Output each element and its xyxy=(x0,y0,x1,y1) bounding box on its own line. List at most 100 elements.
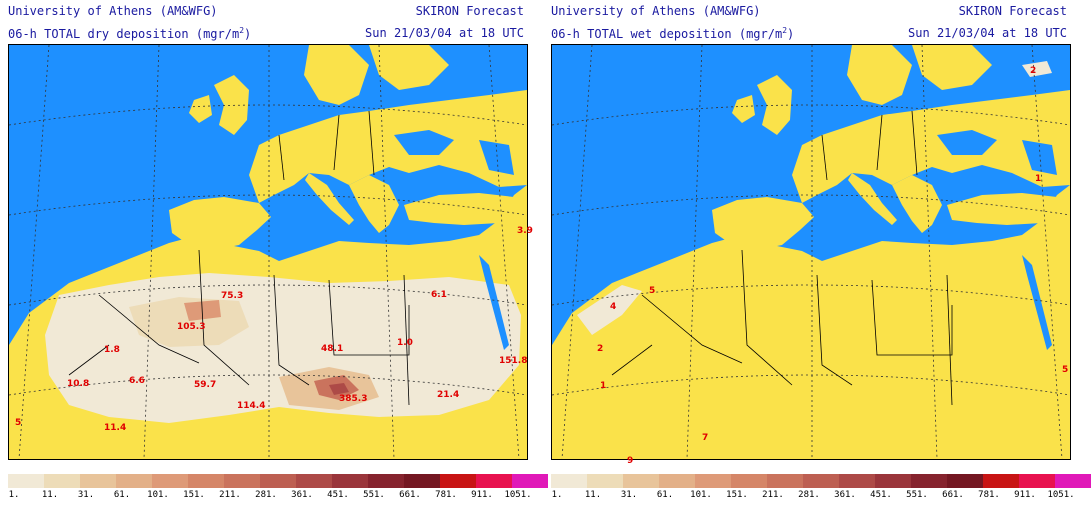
color-swatch xyxy=(911,474,947,488)
deposition-value-label: 5 xyxy=(15,418,21,428)
color-swatch xyxy=(296,474,332,488)
scale-tick-label: 1051. xyxy=(504,490,532,500)
deposition-value-label: 3.9 xyxy=(517,226,533,236)
scale-tick-label: 1. xyxy=(8,490,20,500)
scale-tick-label: 61. xyxy=(656,490,674,500)
deposition-value-label: 6.1 xyxy=(431,290,447,300)
scale-tick-label: 11. xyxy=(41,490,59,500)
deposition-value-label: 9 xyxy=(627,456,633,466)
deposition-value-label: 5 xyxy=(649,286,655,296)
header-line-2: 06-h TOTAL dry deposition (mgr/m2) Sun 2… xyxy=(8,26,524,42)
scale-tick-label: 551. xyxy=(906,490,928,500)
scale-tick-label: 151. xyxy=(726,490,748,500)
color-swatch xyxy=(8,474,44,488)
deposition-value-label: 2 xyxy=(1030,66,1036,76)
scale-tick-label: 661. xyxy=(399,490,421,500)
field-title: 06-h TOTAL wet deposition (mgr/m2) xyxy=(551,26,795,41)
deposition-value-label: 151.8 xyxy=(499,356,527,366)
deposition-value-label: 105.3 xyxy=(177,322,205,332)
deposition-value-label: 1 xyxy=(600,381,606,391)
institution-label: University of Athens (AM&WFG) xyxy=(8,4,218,18)
deposition-value-label: 114.4 xyxy=(237,401,265,411)
color-swatch xyxy=(623,474,659,488)
color-swatch xyxy=(224,474,260,488)
scale-tick-label: 211. xyxy=(219,490,241,500)
header-line-2: 06-h TOTAL wet deposition (mgr/m2) Sun 2… xyxy=(551,26,1067,42)
scale-tick-label: 1. xyxy=(551,490,563,500)
scale-tick-label: 551. xyxy=(363,490,385,500)
deposition-value-label: 1 xyxy=(1035,174,1041,184)
deposition-value-label: 59.7 xyxy=(194,380,216,390)
color-swatch xyxy=(44,474,80,488)
scale-tick-label: 781. xyxy=(435,490,457,500)
color-swatch xyxy=(1019,474,1055,488)
color-swatch xyxy=(839,474,875,488)
color-swatch xyxy=(476,474,512,488)
scale-tick-label: 211. xyxy=(762,490,784,500)
color-swatch xyxy=(587,474,623,488)
deposition-value-label: 2 xyxy=(597,344,603,354)
wet-deposition-panel: University of Athens (AM&WFG) SKIRON For… xyxy=(543,0,1091,505)
color-swatch xyxy=(152,474,188,488)
scale-tick-label: 31. xyxy=(77,490,95,500)
color-scale-bar xyxy=(8,474,548,488)
scale-tick-label: 11. xyxy=(584,490,602,500)
deposition-value-label: 21.4 xyxy=(437,390,459,400)
color-swatch xyxy=(875,474,911,488)
color-swatch xyxy=(512,474,548,488)
color-scale-ticks: 1. 11. 31. 61. 101. 151. 211. 281. 361. 451. 551. 6… xyxy=(543,490,1075,502)
scale-tick-label: 911. xyxy=(471,490,493,500)
color-swatch xyxy=(332,474,368,488)
scale-tick-label: 281. xyxy=(255,490,277,500)
scale-tick-label: 151. xyxy=(183,490,205,500)
product-label: SKIRON Forecast xyxy=(958,4,1067,18)
color-scale-ticks: 1. 11. 31. 61. 101. 151. 211. 281. 361. 451. 551. 6… xyxy=(0,490,532,502)
color-scale-bar xyxy=(551,474,1091,488)
valid-time-label: Sun 21/03/04 at 18 UTC xyxy=(908,26,1067,40)
color-swatch xyxy=(659,474,695,488)
color-swatch xyxy=(983,474,1019,488)
color-swatch xyxy=(80,474,116,488)
deposition-value-label: 48.1 xyxy=(321,344,343,354)
scale-tick-label: 101. xyxy=(690,490,712,500)
deposition-value-label: 1.0 xyxy=(397,338,413,348)
deposition-value-label: 385.3 xyxy=(339,394,367,404)
header-line-1: University of Athens (AM&WFG) SKIRON For… xyxy=(551,4,1067,20)
color-swatch xyxy=(695,474,731,488)
scale-tick-label: 361. xyxy=(834,490,856,500)
scale-tick-label: 281. xyxy=(798,490,820,500)
deposition-value-label: 75.3 xyxy=(221,291,243,301)
color-swatch xyxy=(551,474,587,488)
color-swatch xyxy=(1055,474,1091,488)
color-swatch xyxy=(731,474,767,488)
institution-label: University of Athens (AM&WFG) xyxy=(551,4,761,18)
scale-tick-label: 61. xyxy=(113,490,131,500)
scale-tick-label: 661. xyxy=(942,490,964,500)
product-label: SKIRON Forecast xyxy=(415,4,524,18)
scale-tick-label: 451. xyxy=(870,490,892,500)
scale-tick-label: 451. xyxy=(327,490,349,500)
color-swatch xyxy=(803,474,839,488)
color-swatch xyxy=(116,474,152,488)
scale-tick-label: 101. xyxy=(147,490,169,500)
scale-tick-label: 781. xyxy=(978,490,1000,500)
scale-tick-label: 31. xyxy=(620,490,638,500)
field-title: 06-h TOTAL dry deposition (mgr/m2) xyxy=(8,26,252,41)
deposition-value-label: 10.8 xyxy=(67,379,89,389)
color-swatch xyxy=(368,474,404,488)
color-swatch xyxy=(404,474,440,488)
valid-time-label: Sun 21/03/04 at 18 UTC xyxy=(365,26,524,40)
color-swatch xyxy=(188,474,224,488)
scale-tick-label: 911. xyxy=(1014,490,1036,500)
dry-deposition-panel: University of Athens (AM&WFG) SKIRON For… xyxy=(0,0,548,505)
scale-tick-label: 361. xyxy=(291,490,313,500)
color-swatch xyxy=(260,474,296,488)
deposition-value-label: 1.8 xyxy=(104,345,120,355)
scale-tick-label: 1051. xyxy=(1047,490,1075,500)
color-swatch xyxy=(947,474,983,488)
color-swatch xyxy=(767,474,803,488)
deposition-value-label: 7 xyxy=(702,433,708,443)
color-swatch xyxy=(440,474,476,488)
